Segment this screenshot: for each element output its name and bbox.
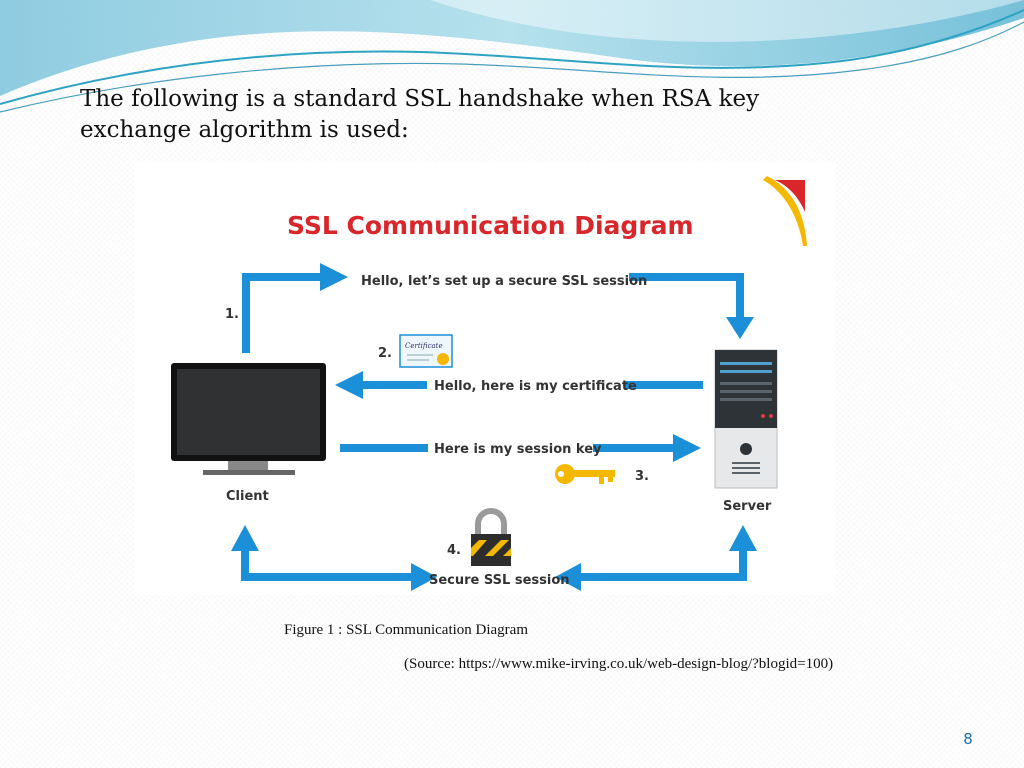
figure-source: (Source: https://www.mike-irving.co.uk/w… <box>404 656 834 672</box>
key-icon <box>555 464 615 484</box>
corner-logo <box>763 176 807 246</box>
intro-text: The following is a standard SSL handshak… <box>80 86 760 143</box>
step1-arrow <box>242 263 754 353</box>
certificate-word: Certificate <box>405 342 443 350</box>
step3-text: Here is my session key <box>434 442 602 457</box>
page-number: 8 <box>963 730 973 748</box>
diagram-title: SSL Communication Diagram <box>287 211 694 240</box>
ssl-communication-diagram: SSL Communication Diagram 1. Hello, let’… <box>135 162 835 595</box>
header-wave-decoration <box>0 0 1024 113</box>
client-monitor-icon <box>171 363 326 475</box>
step4-arrow <box>231 525 757 591</box>
step2-text: Hello, here is my certificate <box>434 379 637 394</box>
step4-number: 4. <box>447 543 461 558</box>
step1-text: Hello, let’s set up a secure SSL session <box>361 274 647 289</box>
client-label: Client <box>226 489 269 504</box>
server-tower-icon <box>714 349 778 489</box>
figure-caption: Figure 1 : SSL Communication Diagram <box>284 622 529 638</box>
step3-arrow <box>340 434 701 462</box>
certificate-icon: Certificate <box>399 334 453 368</box>
step3-number: 3. <box>635 469 649 484</box>
step1-number: 1. <box>225 307 239 322</box>
padlock-icon <box>471 508 511 566</box>
step2-arrow <box>335 371 703 399</box>
step2-number: 2. <box>378 346 392 361</box>
diagram-canvas: SSL Communication Diagram 1. Hello, let’… <box>171 176 807 591</box>
step4-text: Secure SSL session <box>429 573 570 588</box>
server-label: Server <box>723 499 772 514</box>
